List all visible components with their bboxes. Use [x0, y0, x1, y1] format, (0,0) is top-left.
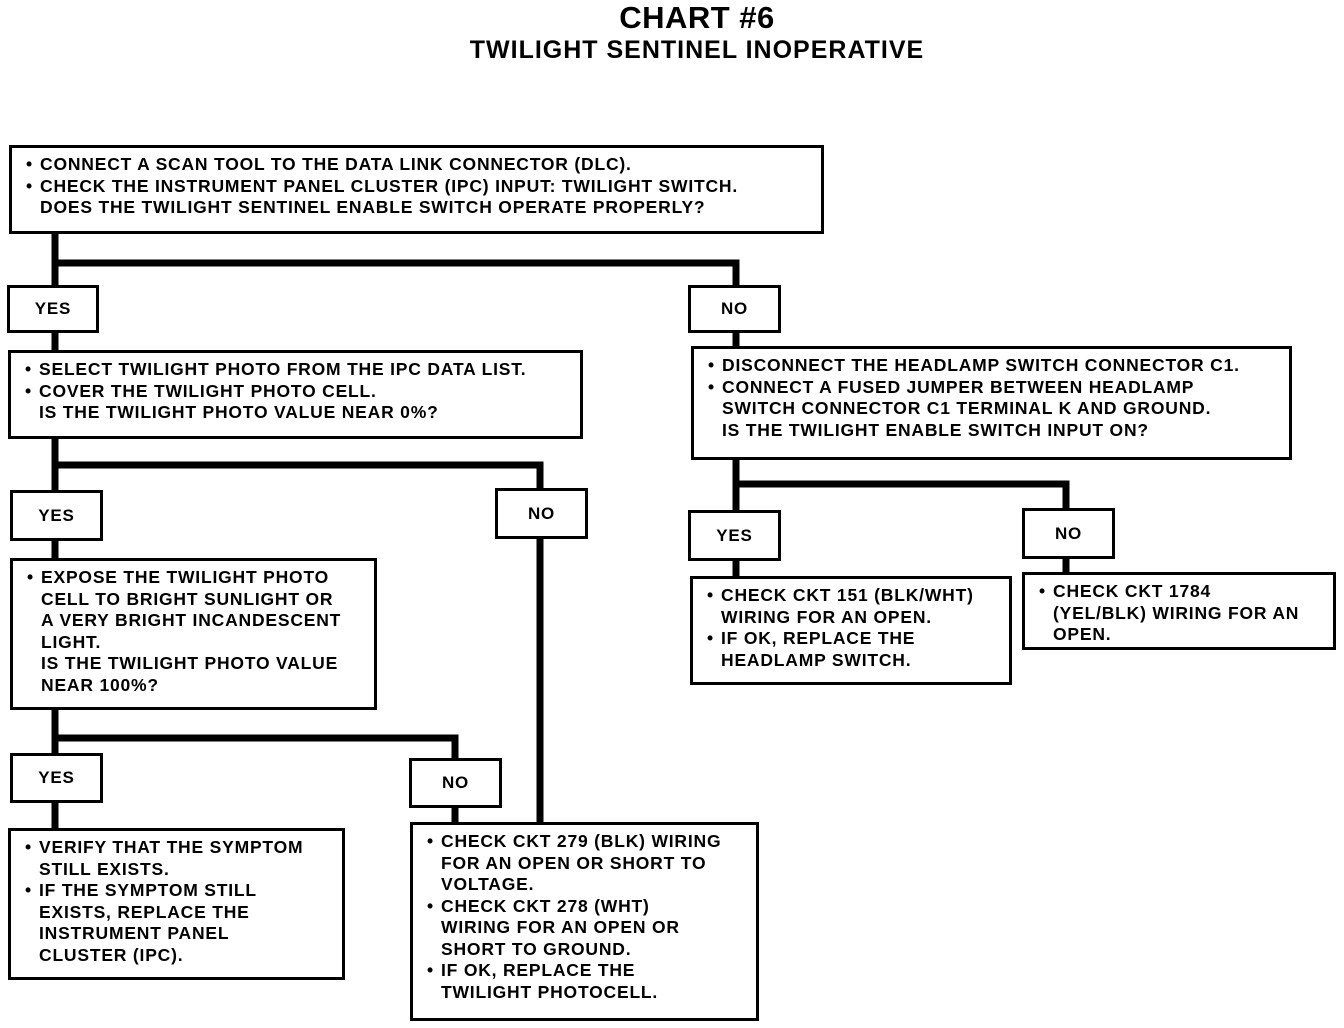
box-start: CONNECT A SCAN TOOL TO THE DATA LINK CON…	[9, 145, 824, 234]
box-line: VERIFY THAT THE SYMPTOM	[25, 837, 332, 859]
box-line: CHECK CKT 151 (BLK/WHT)	[707, 585, 999, 607]
box-line: CONNECT A SCAN TOOL TO THE DATA LINK CON…	[26, 154, 811, 176]
box-expose: EXPOSE THE TWILIGHT PHOTOCELL TO BRIGHT …	[10, 558, 377, 710]
box-line: WIRING FOR AN OPEN.	[721, 606, 932, 627]
box-line: CHECK CKT 1784	[1039, 581, 1323, 603]
label-no-1: NO	[688, 285, 781, 333]
chart-subtitle: TWILIGHT SENTINEL INOPERATIVE	[469, 36, 925, 64]
box-line: CLUSTER (IPC).	[39, 944, 184, 965]
box-line: EXISTS, REPLACE THE	[39, 901, 250, 922]
box-line: CHECK CKT 278 (WHT)	[427, 896, 746, 918]
box-line: IF OK, REPLACE THE	[707, 628, 999, 650]
box-headlamp: DISCONNECT THE HEADLAMP SWITCH CONNECTOR…	[691, 346, 1292, 460]
box-line: IF OK, REPLACE THE	[427, 960, 746, 982]
box-line: EXPOSE THE TWILIGHT PHOTO	[27, 567, 364, 589]
box-line: OPEN.	[1053, 624, 1112, 644]
box-line: IS THE TWILIGHT ENABLE SWITCH INPUT ON?	[722, 419, 1149, 440]
box-line: CELL TO BRIGHT SUNLIGHT OR	[41, 588, 334, 609]
box-line: FOR AN OPEN OR SHORT TO	[441, 852, 707, 873]
box-ckt1784: CHECK CKT 1784(YEL/BLK) WIRING FOR ANOPE…	[1022, 572, 1336, 650]
box-line: A VERY BRIGHT INCANDESCENT	[41, 610, 342, 630]
box-line: IF THE SYMPTOM STILL	[25, 880, 332, 902]
label-yes-1: YES	[7, 285, 99, 333]
box-photo-check: SELECT TWILIGHT PHOTO FROM THE IPC DATA …	[8, 350, 583, 439]
box-line: IS THE TWILIGHT PHOTO VALUE	[41, 653, 339, 673]
label-no-3: NO	[409, 758, 502, 808]
box-line: SELECT TWILIGHT PHOTO FROM THE IPC DATA …	[25, 359, 570, 381]
box-line: SWITCH CONNECTOR C1 TERMINAL K AND GROUN…	[722, 398, 1212, 418]
label-no-2: NO	[495, 488, 588, 539]
connector-headlamp	[732, 453, 1070, 516]
connector-expose	[51, 703, 459, 764]
box-line: VOLTAGE.	[441, 874, 535, 894]
chart-title: CHART #6	[619, 0, 775, 35]
box-ckt151: CHECK CKT 151 (BLK/WHT)WIRING FOR AN OPE…	[690, 576, 1012, 685]
box-line: DOES THE TWILIGHT SENTINEL ENABLE SWITCH…	[40, 197, 706, 217]
box-line: COVER THE TWILIGHT PHOTO CELL.	[25, 381, 570, 403]
box-line: WIRING FOR AN OPEN OR	[441, 917, 680, 937]
box-line: STILL EXISTS.	[39, 858, 170, 879]
box-line: CHECK CKT 279 (BLK) WIRING	[427, 831, 746, 853]
box-line: CHECK THE INSTRUMENT PANEL CLUSTER (IPC)…	[26, 176, 811, 198]
box-line: NEAR 100%?	[41, 674, 159, 695]
box-line: HEADLAMP SWITCH.	[721, 649, 912, 670]
connector-photo	[51, 432, 544, 496]
label-yes-2: YES	[10, 490, 103, 541]
box-line: IS THE TWILIGHT PHOTO VALUE NEAR 0%?	[39, 402, 439, 422]
box-line: LIGHT.	[41, 631, 102, 652]
box-line: SHORT TO GROUND.	[441, 938, 632, 959]
box-line: CONNECT A FUSED JUMPER BETWEEN HEADLAMP	[708, 377, 1279, 399]
box-line: INSTRUMENT PANEL	[39, 923, 230, 943]
connector-start	[51, 228, 740, 292]
label-no-4: NO	[1022, 508, 1115, 559]
label-yes-3: YES	[10, 753, 103, 803]
label-yes-4: YES	[688, 510, 781, 561]
box-line: DISCONNECT THE HEADLAMP SWITCH CONNECTOR…	[708, 355, 1279, 377]
box-line: TWILIGHT PHOTOCELL.	[441, 981, 659, 1002]
box-line: (YEL/BLK) WIRING FOR AN	[1053, 602, 1300, 623]
